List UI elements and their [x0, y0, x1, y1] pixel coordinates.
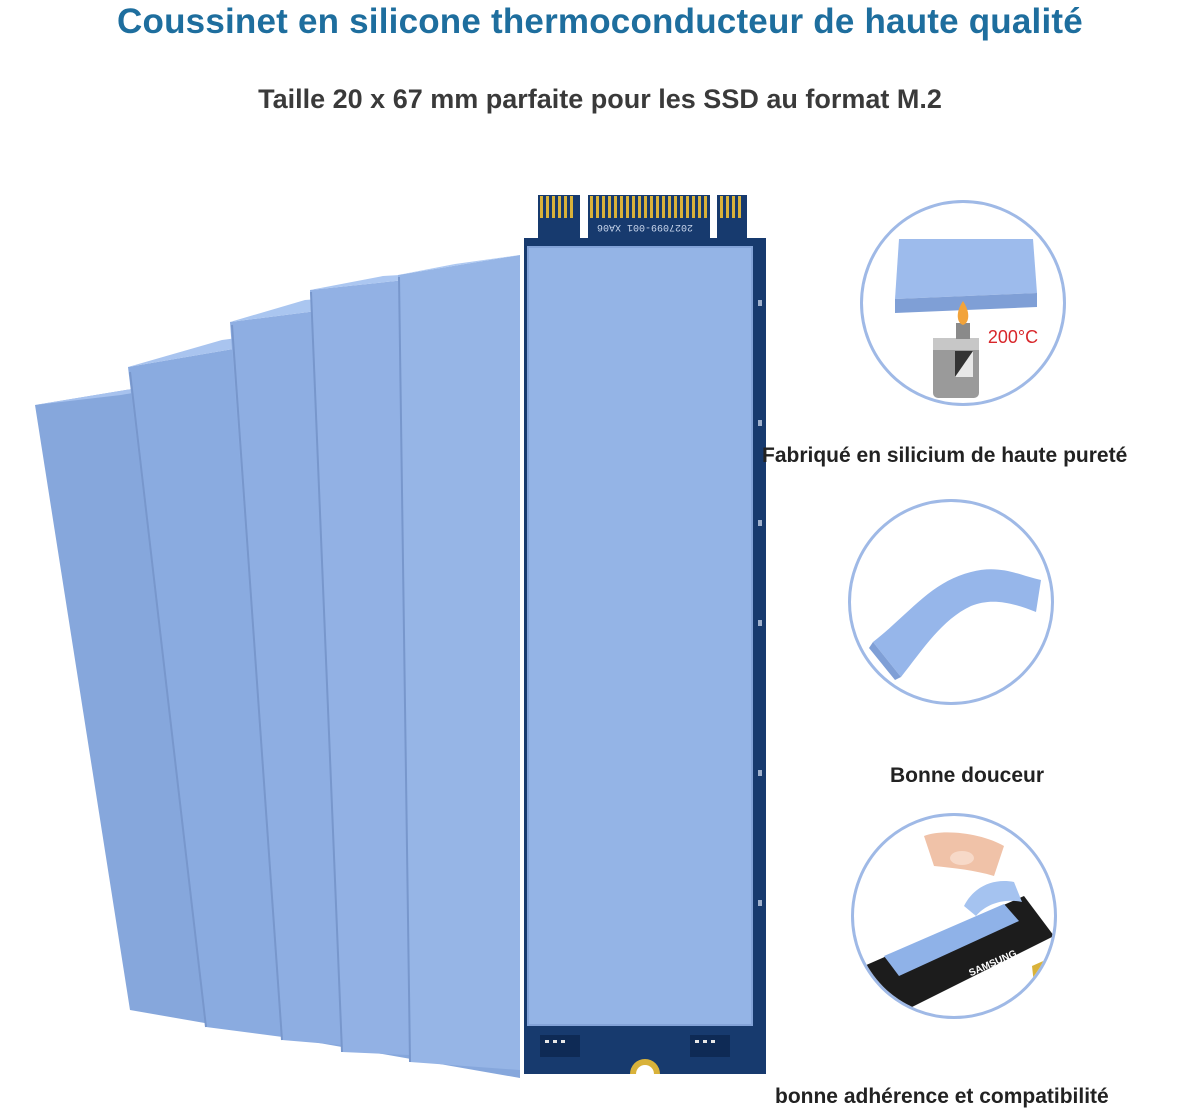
page-title: Coussinet en silicone thermoconducteur d… [117, 2, 1083, 41]
softness-circle [848, 499, 1054, 705]
flame-lighter-icon: 200°C [895, 239, 1038, 398]
lighter-icon [933, 323, 979, 398]
feature-caption-purity: Fabriqué en silicium de haute pureté [762, 444, 1128, 467]
thermal-pad-stack [35, 255, 520, 1078]
page-subtitle: Taille 20 x 67 mm parfaite pour les SSD … [258, 84, 942, 114]
bent-pad-icon [869, 569, 1041, 680]
ssd-part-number: 2027099-001 XA06 [597, 221, 693, 232]
feature-caption-adhesion: bonne adhérence et compatibilité [775, 1085, 1109, 1108]
temperature-label: 200°C [988, 327, 1038, 347]
adhesion-circle: SAMSUNG [851, 813, 1057, 1019]
finger-icon [924, 832, 1004, 876]
gold-connector [538, 195, 747, 243]
heat-resistance-circle: 200°C [860, 200, 1066, 406]
m2-ssd: 2027099-001 XA06 [524, 195, 766, 1074]
applied-thermal-pad [528, 247, 752, 1025]
thermal-pad [398, 255, 520, 1070]
peeling-pad-icon: SAMSUNG [864, 832, 1054, 1016]
product-illustration: 2027099-001 XA06 [35, 195, 766, 1078]
flame-icon [957, 301, 969, 325]
feature-caption-softness: Bonne douceur [890, 764, 1045, 787]
